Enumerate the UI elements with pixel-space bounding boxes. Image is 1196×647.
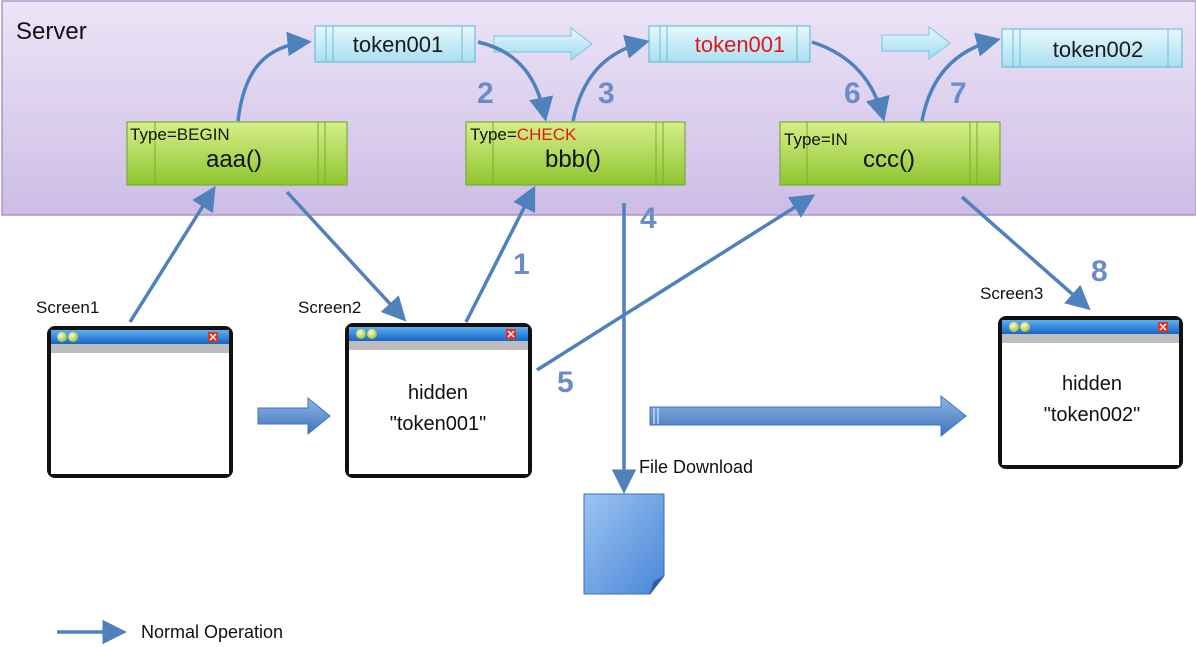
arrow-screen1-to-aaa: [128, 185, 216, 323]
screen-label: Screen3: [980, 284, 1043, 303]
screen-label: Screen1: [36, 298, 99, 317]
function-box-ccc: Type=IN ccc(): [779, 121, 1001, 186]
function-box-aaa: Type=BEGIN aaa(): [126, 121, 348, 186]
window-dot-icon: [1009, 322, 1019, 332]
token-box-3: token002: [1001, 28, 1183, 68]
screen-label: Screen2: [298, 298, 361, 317]
file-document-icon: [583, 493, 665, 595]
step-number: 8: [1091, 255, 1108, 288]
function-name: ccc(): [863, 146, 915, 173]
token-label: token001: [353, 32, 444, 57]
function-name: bbb(): [545, 146, 601, 173]
step-number: 5: [557, 366, 574, 399]
step-number: 2: [477, 77, 494, 110]
screen-transition-arrow: [257, 396, 331, 436]
curved-arrow: [236, 31, 312, 122]
screen-text: "token001": [390, 413, 487, 435]
screen-3: Screen3 hidden "token002": [980, 284, 1183, 469]
function-type: Type=BEGIN: [130, 125, 230, 144]
token-box-1: token001: [314, 25, 476, 63]
curved-arrow: [571, 34, 650, 122]
curved-arrow: [477, 40, 554, 122]
arrow-ccc-to-screen3: [960, 195, 1091, 311]
window-dot-icon: [367, 329, 377, 339]
step-number: 7: [950, 77, 967, 110]
function-type: Type=CHECK: [470, 125, 577, 144]
legend: Normal Operation: [57, 619, 283, 645]
screen-text: "token002": [1044, 404, 1141, 426]
function-box-bbb: Type=CHECK bbb(): [465, 121, 686, 186]
token-label: token002: [1053, 37, 1144, 62]
screen-text: hidden: [408, 382, 468, 404]
window-dot-icon: [68, 332, 78, 342]
token-label-highlighted: token001: [695, 32, 786, 57]
curved-arrow: [811, 40, 890, 122]
window-dot-icon: [57, 332, 67, 342]
file-download-label: File Download: [639, 457, 753, 477]
screen-2: Screen2 hidden "token001": [298, 298, 532, 478]
window-dot-icon: [1020, 322, 1030, 332]
step-number: 4: [640, 202, 657, 235]
step-number: 3: [598, 77, 615, 110]
function-type: Type=IN: [784, 130, 848, 149]
arrow-aaa-to-screen2: [285, 190, 407, 322]
function-name: aaa(): [206, 146, 262, 173]
token-transition-arrow: [881, 25, 951, 61]
arrow-screen2-to-bbb: [464, 185, 536, 323]
server-label: Server: [16, 18, 87, 45]
curved-arrow: [920, 32, 1001, 122]
screen-1: Screen1: [36, 298, 233, 478]
arrow-screen2-to-ccc: [536, 194, 816, 372]
legend-label: Normal Operation: [141, 622, 283, 642]
window-dot-icon: [356, 329, 366, 339]
screen-transition-arrow: [649, 394, 967, 438]
token-box-2: token001: [648, 25, 811, 63]
step-number: 6: [844, 77, 861, 110]
step-number: 1: [513, 248, 530, 281]
screen-text: hidden: [1062, 373, 1122, 395]
